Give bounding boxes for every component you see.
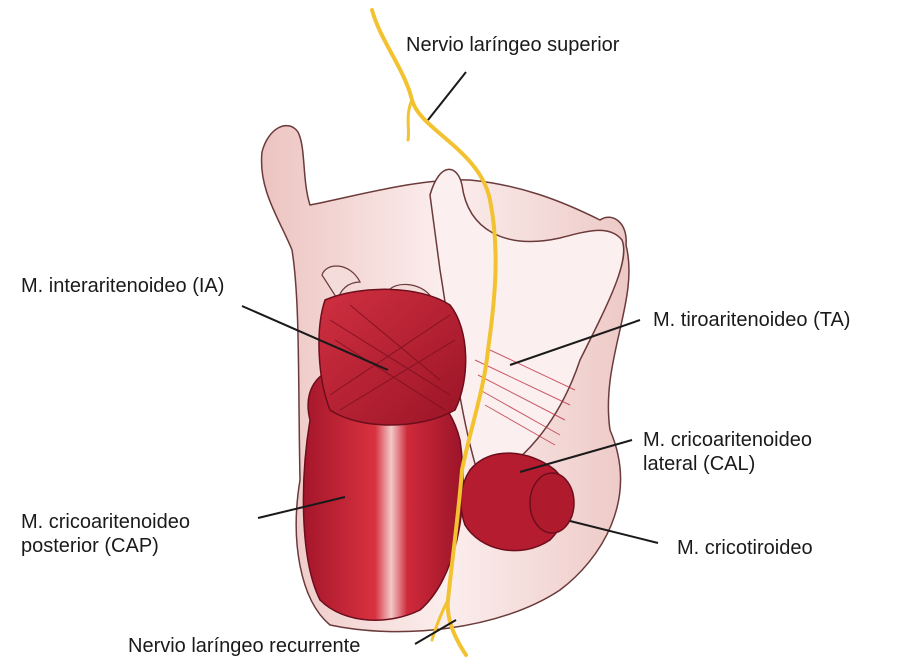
cricothyroid-muscle xyxy=(530,473,574,533)
label-nervio-laringeo-recurrente: Nervio laríngeo recurrente xyxy=(128,634,360,658)
label-m-tiroaritenoideo: M. tiroaritenoideo (TA) xyxy=(653,308,850,332)
label-nervio-laringeo-superior: Nervio laríngeo superior xyxy=(406,33,619,57)
superior-nerve-branch xyxy=(408,100,412,140)
label-m-cricotiroideo: M. cricotiroideo xyxy=(677,536,813,560)
label-cal-line-1: M. cricoaritenoideo xyxy=(643,428,812,452)
label-m-interaritenoideo: M. interaritenoideo (IA) xyxy=(21,274,224,298)
label-cap-line-2: posterior (CAP) xyxy=(21,534,190,558)
ia-muscle xyxy=(319,289,466,425)
label-m-cricoaritenoideo-posterior: M. cricoaritenoideo posterior (CAP) xyxy=(21,510,190,558)
label-m-cricoaritenoideo-lateral: M. cricoaritenoideo lateral (CAL) xyxy=(643,428,812,476)
leader-nervio-superior xyxy=(428,72,466,120)
label-cal-line-2: lateral (CAL) xyxy=(643,452,812,476)
label-cap-line-1: M. cricoaritenoideo xyxy=(21,510,190,534)
